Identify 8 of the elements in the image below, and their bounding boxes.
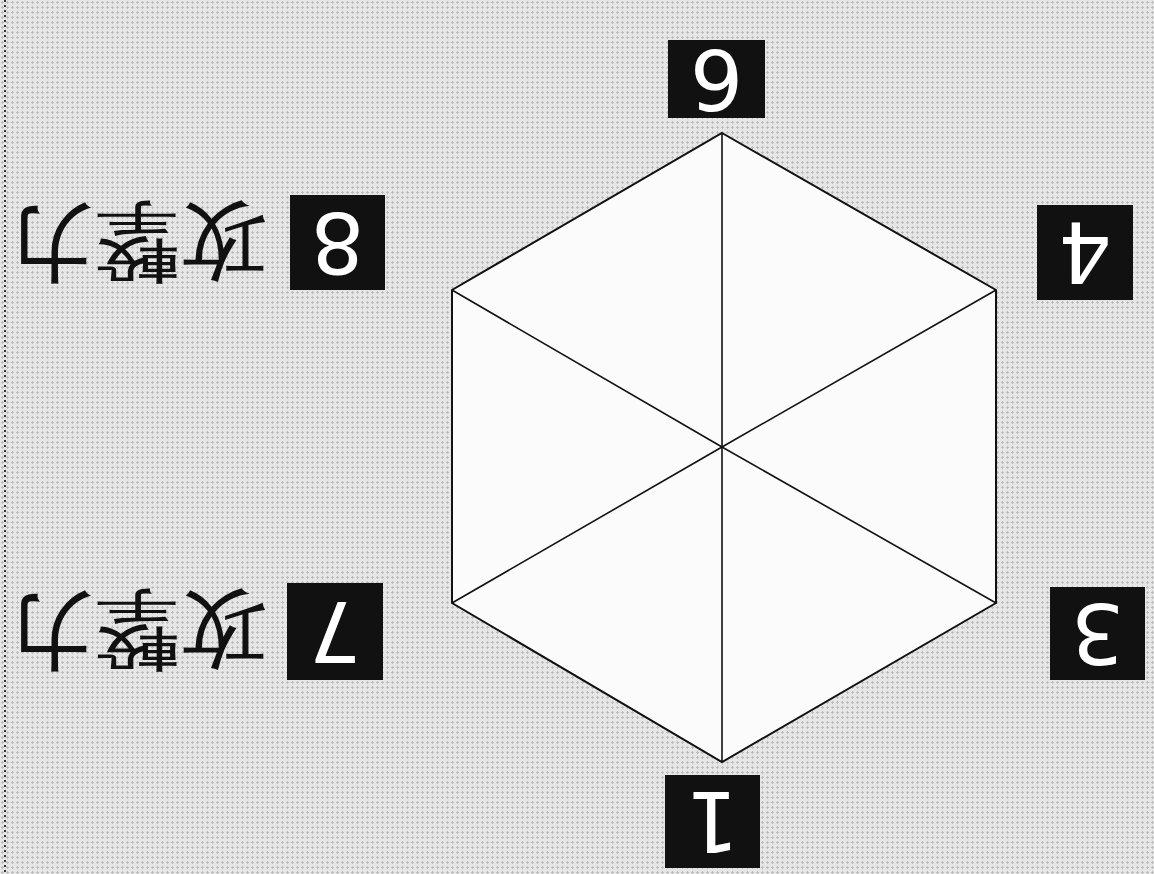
number-badge: 3 — [1050, 587, 1145, 680]
number-badge: 6 — [668, 40, 765, 118]
number-badge: 4 — [1037, 205, 1133, 300]
number-badge: 8 — [290, 195, 385, 290]
axis-label: 攻撃力 — [8, 588, 266, 674]
axis-label: 攻撃力 — [8, 200, 266, 286]
number-badge: 1 — [665, 775, 760, 868]
number-badge: 7 — [287, 583, 383, 680]
